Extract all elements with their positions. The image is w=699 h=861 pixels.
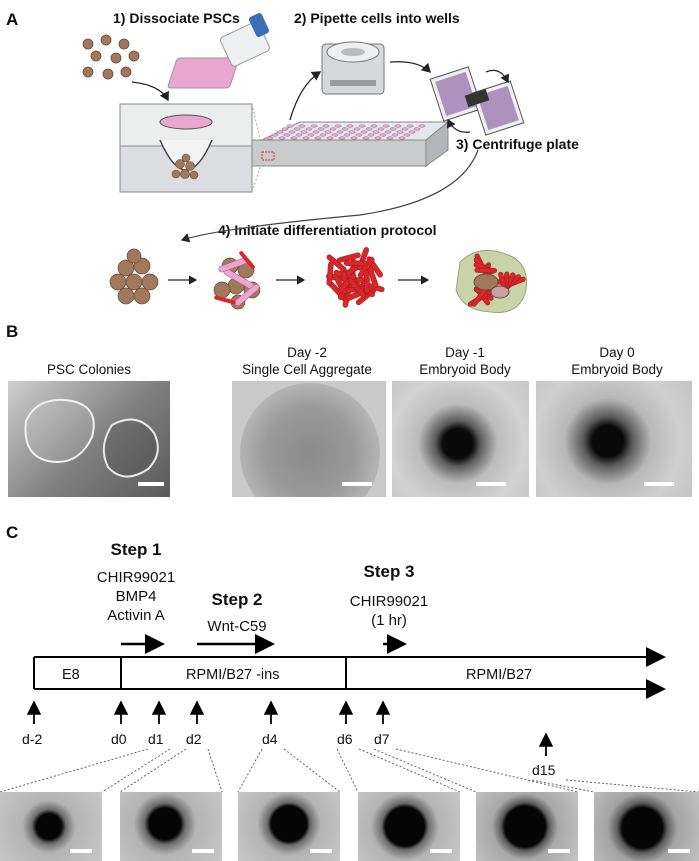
medium-rpmi-b27: RPMI/B27	[466, 667, 533, 683]
medium-e8: E8	[62, 667, 80, 683]
well-cross-section	[119, 103, 263, 193]
caption-day-minus2: Day -2 Single Cell Aggregate	[226, 344, 388, 378]
micrograph-psc-colonies	[8, 381, 170, 497]
caption-line-1: Day -1	[445, 345, 485, 360]
panel-a-illustration	[82, 13, 527, 313]
caption-line-2: Embryoid Body	[419, 362, 511, 377]
caption-line-1: PSC Colonies	[46, 362, 132, 377]
scale-bar	[70, 849, 92, 853]
reagent-bmp4: BMP4	[115, 588, 157, 605]
caption-day-0: Day 0 Embryoid Body	[536, 344, 698, 378]
micrograph-d4	[238, 792, 340, 861]
scale-bar	[644, 482, 674, 486]
scale-bar	[192, 849, 214, 853]
centrifuge-icon	[321, 41, 385, 95]
step1-reagents: CHIR99021 BMP4 Activin A	[66, 568, 206, 625]
day-label-d-2: d-2	[22, 731, 43, 747]
panel-letter-a: A	[6, 10, 19, 29]
day-label-d6: d6	[337, 731, 353, 747]
scale-bar	[548, 849, 570, 853]
micrograph-embryoid-body-day-minus1	[392, 381, 529, 497]
micrograph-d15	[594, 792, 699, 861]
caption-line-1: Day -2	[287, 345, 327, 360]
scale-bar	[138, 482, 164, 486]
aggregate-disc	[240, 383, 380, 497]
day-label-d15: d15	[532, 762, 556, 778]
reagent-chir-step3: CHIR99021	[349, 593, 429, 610]
day-label-d1: d1	[148, 731, 164, 747]
step3-reagents: CHIR99021 (1 hr)	[324, 592, 454, 630]
caption-line-2: Embryoid Body	[571, 362, 663, 377]
medium-rpmi-b27-ins: RPMI/B27 -ins	[186, 667, 280, 683]
reagent-activin: Activin A	[107, 607, 165, 624]
step4-label: 4) Initiate differentiation protocol	[218, 222, 437, 238]
caption-line-1: Day 0	[599, 345, 635, 360]
organoid-aggregate	[455, 250, 527, 313]
caption-line-2: Single Cell Aggregate	[242, 362, 372, 377]
timeline	[0, 634, 699, 793]
step3-label: 3) Centrifuge plate	[456, 136, 579, 152]
micrograph-single-cell-aggregate	[232, 381, 386, 497]
reagent-wnt-c59: Wnt-C59	[207, 618, 267, 635]
scale-bar	[310, 849, 332, 853]
step2-label: 2) Pipette cells into wells	[294, 10, 460, 26]
scale-bar	[668, 849, 690, 853]
cardiomyocyte-aggregate	[326, 247, 385, 308]
day-label-d0: d0	[111, 731, 127, 747]
micrograph-d6	[358, 792, 460, 861]
step3-title: Step 3	[363, 562, 415, 581]
step2-reagents: Wnt-C59	[180, 617, 294, 636]
day-label-d7: d7	[374, 731, 390, 747]
micrograph-d2	[120, 792, 222, 861]
dissociated-cells	[82, 34, 140, 80]
caption-psc-colonies: PSC Colonies	[8, 344, 170, 378]
well-plate	[251, 120, 450, 167]
micrograph-d7	[476, 792, 578, 861]
pipette-icon	[167, 13, 270, 89]
step1-title: Step 1	[110, 540, 162, 559]
step2-title: Step 2	[211, 590, 263, 609]
cell-aggregate	[109, 248, 159, 305]
scale-bar	[476, 482, 506, 486]
caption-day-minus1: Day -1 Embryoid Body	[384, 344, 546, 378]
panel-letter-b: B	[6, 322, 19, 341]
day-label-d4: d4	[262, 731, 278, 747]
micrograph-d1	[0, 792, 102, 861]
reagent-chir: CHIR99021	[96, 569, 176, 586]
centrifuge-rotor-icon	[429, 66, 525, 136]
colony-outlines	[24, 399, 159, 478]
micrograph-embryoid-body-day-0	[536, 381, 692, 497]
scale-bar	[342, 482, 372, 486]
panel-letter-c: C	[6, 523, 19, 542]
step1-label: 1) Dissociate PSCs	[113, 10, 240, 26]
scale-bar	[430, 849, 452, 853]
mesoderm-aggregate	[213, 251, 261, 310]
reagent-duration: (1 hr)	[371, 612, 407, 629]
day-label-d2: d2	[186, 731, 202, 747]
